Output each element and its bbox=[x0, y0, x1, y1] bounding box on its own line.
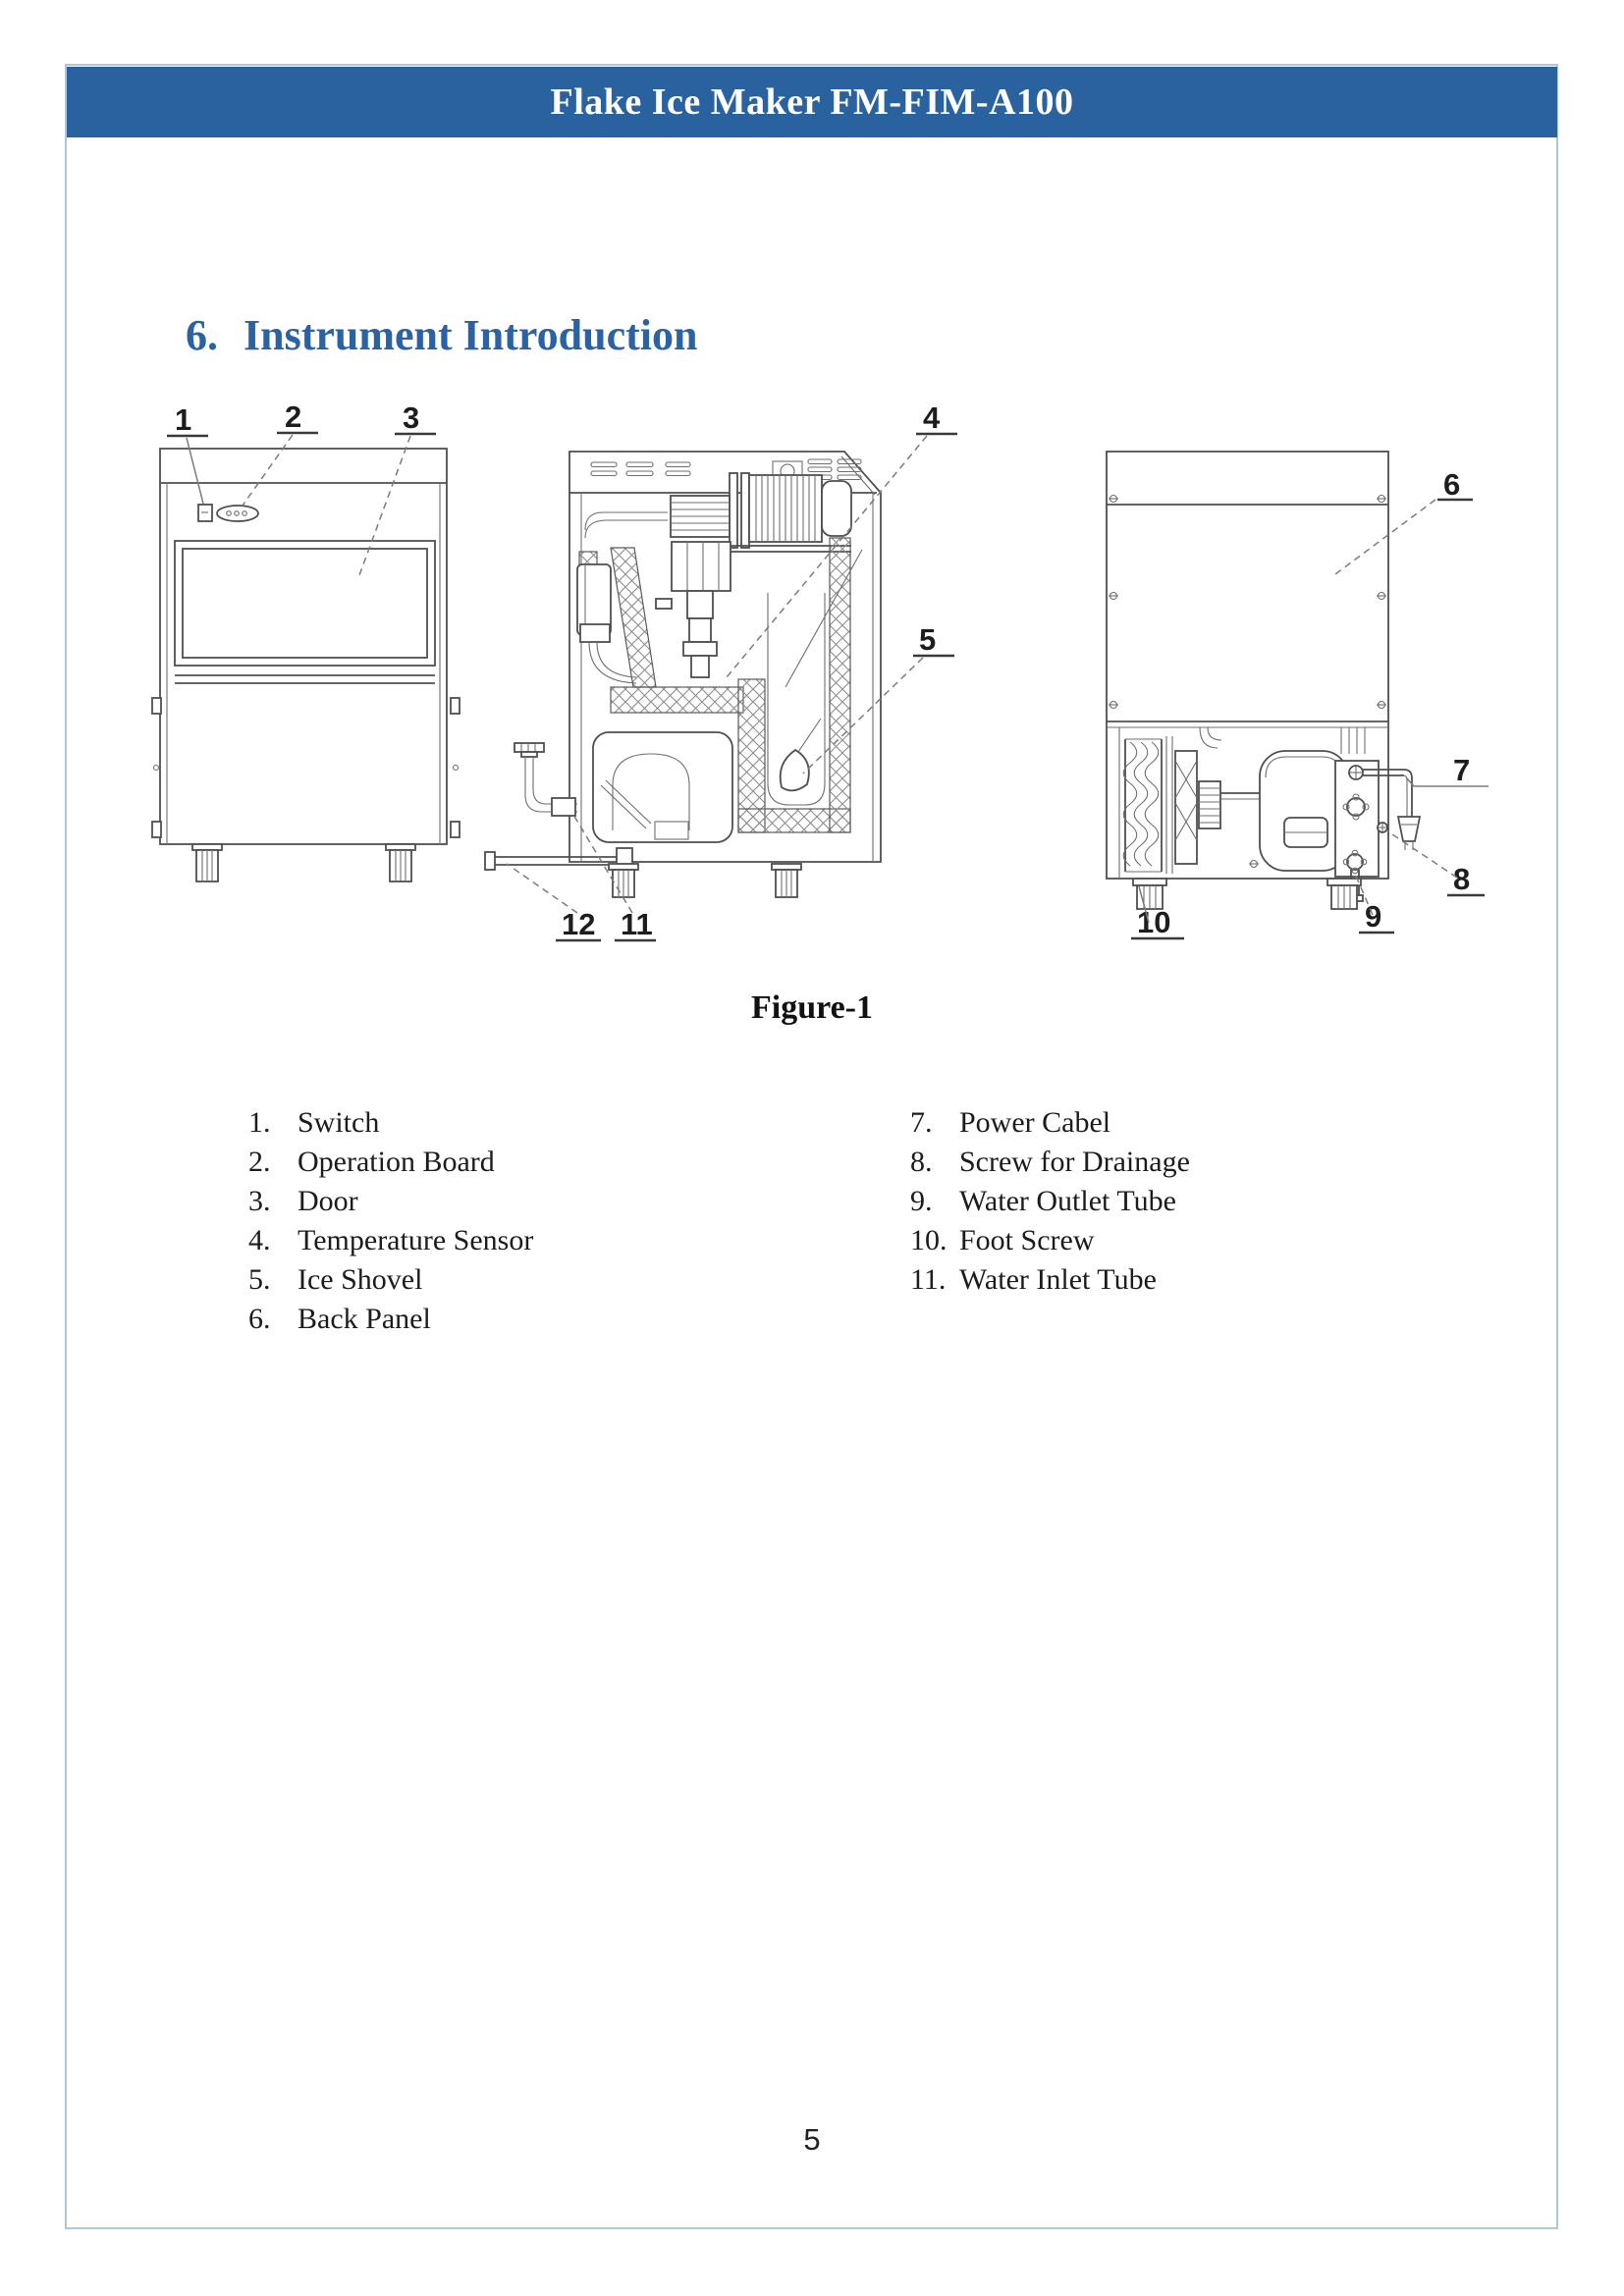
part-number: 7. bbox=[910, 1106, 933, 1139]
parts-list-item: 5. Ice Shovel bbox=[248, 1260, 533, 1300]
part-label: Screw for Drainage bbox=[959, 1146, 1190, 1178]
page-title: Flake Ice Maker FM-FIM-A100 bbox=[550, 81, 1074, 123]
fan-motor bbox=[1198, 780, 1260, 829]
callout-8-label: 8 bbox=[1453, 862, 1470, 896]
parts-list-item: 7. Power Cabel bbox=[910, 1103, 1190, 1143]
callout-9: 9 bbox=[1354, 873, 1394, 934]
ice-shovel bbox=[779, 718, 822, 792]
part-number: 6. bbox=[248, 1303, 271, 1335]
motor bbox=[687, 472, 852, 553]
parts-list-item: 10. Foot Screw bbox=[910, 1221, 1190, 1260]
parts-list-item: 11. Water Inlet Tube bbox=[910, 1260, 1190, 1300]
drainage-screw bbox=[1377, 822, 1388, 833]
part-number: 4. bbox=[248, 1224, 271, 1256]
callout-7: 7 bbox=[1405, 753, 1489, 787]
parts-list-right: 7. Power Cabel 8. Screw for Drainage 9. Wat… bbox=[910, 1103, 1190, 1300]
parts-list-item: 4. Temperature Sensor bbox=[248, 1221, 533, 1260]
part-number: 8. bbox=[910, 1146, 933, 1178]
header-bar: Flake Ice Maker FM-FIM-A100 bbox=[67, 67, 1557, 137]
callout-5: 5 bbox=[802, 622, 954, 774]
callout-8: 8 bbox=[1385, 829, 1485, 897]
part-number: 3. bbox=[248, 1185, 271, 1217]
section-view-drawing bbox=[484, 451, 882, 898]
condenser-coil bbox=[1122, 736, 1173, 874]
callout-11-label: 11 bbox=[621, 907, 653, 941]
part-number: 2. bbox=[248, 1146, 271, 1178]
section-feet bbox=[608, 863, 802, 898]
callout-5-label: 5 bbox=[919, 622, 936, 657]
part-label: Temperature Sensor bbox=[298, 1224, 534, 1256]
section-number: 6. bbox=[186, 311, 218, 359]
part-label: Water Outlet Tube bbox=[959, 1185, 1176, 1217]
part-number: 9. bbox=[910, 1185, 933, 1217]
callout-3: 3 bbox=[358, 400, 436, 576]
back-view-drawing bbox=[1106, 451, 1422, 910]
gear-box bbox=[670, 495, 731, 538]
parts-list-item: 3. Door bbox=[248, 1182, 533, 1221]
parts-list-item: 1. Switch bbox=[248, 1103, 533, 1143]
section-title: Instrument Introduction bbox=[244, 311, 698, 359]
part-label: Back Panel bbox=[298, 1303, 431, 1335]
figure-caption: Figure-1 bbox=[750, 989, 873, 1026]
part-label: Door bbox=[298, 1185, 358, 1217]
callout-4-label: 4 bbox=[923, 400, 941, 435]
fan bbox=[1174, 750, 1198, 865]
parts-list-item: 8. Screw for Drainage bbox=[910, 1143, 1190, 1182]
callout-12: 12 bbox=[506, 863, 601, 942]
callout-2-label: 2 bbox=[285, 400, 301, 434]
page-number: 5 bbox=[803, 2122, 821, 2157]
compressor-section bbox=[592, 731, 733, 843]
operation-board bbox=[216, 505, 259, 522]
callout-10-label: 10 bbox=[1137, 905, 1170, 939]
section-heading: 6. Instrument Introduction bbox=[186, 310, 697, 360]
callout-7-label: 7 bbox=[1453, 753, 1470, 787]
door bbox=[174, 540, 436, 667]
part-label: Power Cabel bbox=[959, 1106, 1111, 1139]
callout-1-label: 1 bbox=[175, 402, 191, 437]
water-tank bbox=[576, 551, 637, 684]
part-number: 11. bbox=[910, 1263, 947, 1296]
part-label: Operation Board bbox=[298, 1146, 495, 1178]
front-feet bbox=[191, 843, 416, 882]
compressor bbox=[1259, 750, 1349, 872]
front-view-drawing bbox=[151, 448, 460, 882]
callout-11: 11 bbox=[572, 814, 656, 942]
parts-list-item: 6. Back Panel bbox=[248, 1300, 533, 1339]
part-number: 10. bbox=[910, 1224, 947, 1256]
water-inlet-tube bbox=[514, 742, 577, 817]
power-cable bbox=[1363, 769, 1422, 850]
callout-10: 10 bbox=[1131, 885, 1184, 940]
callout-9-label: 9 bbox=[1365, 899, 1381, 934]
panel-screws bbox=[1109, 494, 1386, 710]
parts-list-item: 9. Water Outlet Tube bbox=[910, 1182, 1190, 1221]
part-label: Switch bbox=[298, 1106, 380, 1139]
callout-4: 4 bbox=[726, 400, 957, 678]
part-number: 5. bbox=[248, 1263, 271, 1296]
parts-list-item: 2. Operation Board bbox=[248, 1143, 533, 1182]
part-label: Foot Screw bbox=[959, 1224, 1095, 1256]
callout-3-label: 3 bbox=[403, 400, 419, 435]
figure-1-diagram: 1 2 3 4 5 6 7 bbox=[151, 400, 1489, 942]
part-number: 1. bbox=[248, 1106, 271, 1139]
callout-6-label: 6 bbox=[1443, 467, 1460, 502]
callout-6: 6 bbox=[1334, 467, 1473, 575]
valve-bracket bbox=[1334, 760, 1380, 878]
callout-1: 1 bbox=[167, 402, 208, 505]
part-label: Water Inlet Tube bbox=[959, 1263, 1157, 1296]
callout-12-label: 12 bbox=[562, 907, 595, 941]
switch bbox=[197, 504, 213, 522]
parts-list-left: 1. Switch 2. Operation Board 3. Door 4. Temp… bbox=[248, 1103, 533, 1339]
part-label: Ice Shovel bbox=[298, 1263, 423, 1296]
callout-2: 2 bbox=[242, 400, 318, 507]
evaporator-auger bbox=[655, 541, 731, 678]
page-border bbox=[65, 64, 1558, 2229]
plug bbox=[1396, 816, 1422, 842]
